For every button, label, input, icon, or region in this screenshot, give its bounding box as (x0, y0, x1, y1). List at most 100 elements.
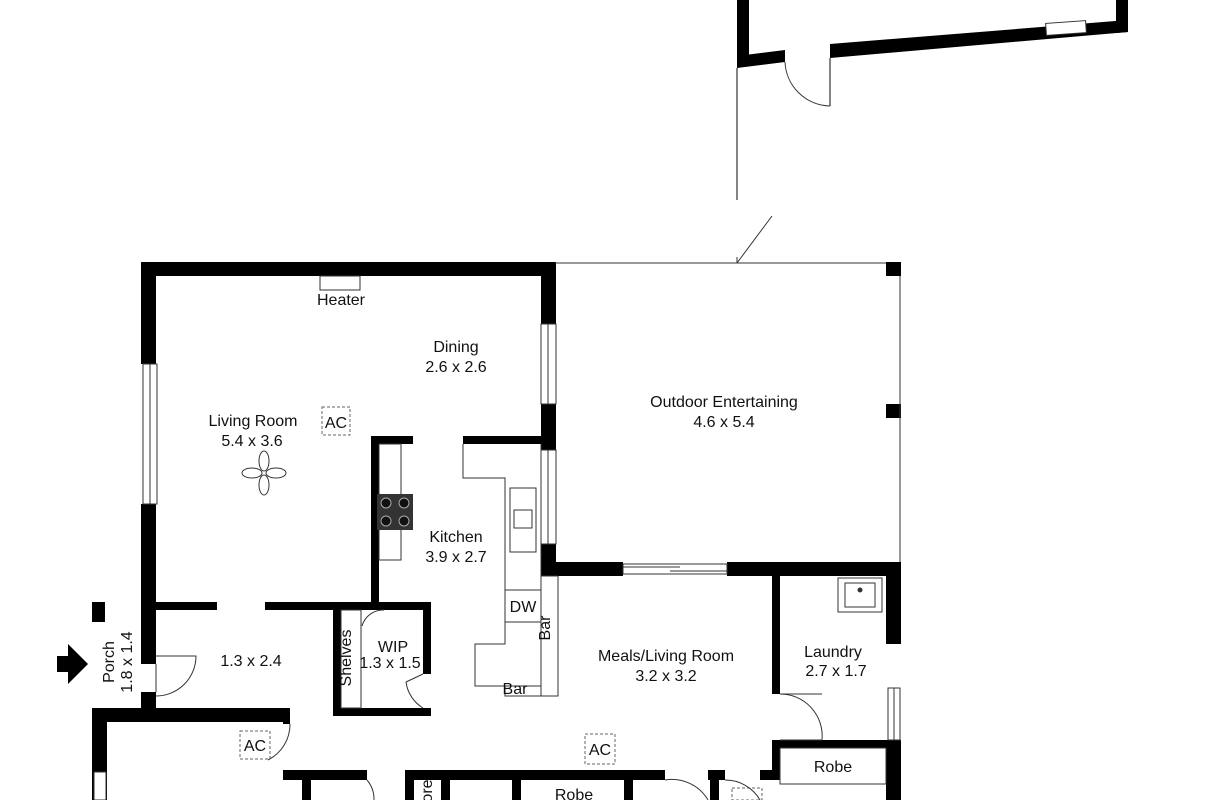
robe-box-right (779, 747, 887, 785)
wall-bottom-4 (760, 770, 790, 780)
kitchen-dims: 3.9 x 2.7 (425, 549, 486, 566)
wip-shelf-arc (361, 609, 385, 627)
ac-box-meals (584, 733, 616, 765)
ac-label-meals: AC (589, 742, 611, 759)
entry-dims: 1.3 x 2.4 (220, 653, 281, 670)
dining-dims: 2.6 x 2.6 (425, 359, 486, 376)
shed-wall-left (737, 0, 749, 68)
entry-ac-door-swing (267, 723, 291, 761)
shed-wall-right (1116, 0, 1128, 33)
wall-entry-top-left (141, 602, 217, 610)
post-mid-right (886, 404, 901, 418)
laundry-name: Laundry (804, 644, 862, 661)
bottom-door-swing-2 (366, 779, 375, 800)
meals-dims: 3.2 x 3.2 (635, 668, 696, 685)
ac-label-entry: AC (244, 738, 266, 755)
wall-left-mid (141, 504, 156, 664)
wall-kitchen-top-right (463, 436, 548, 444)
wall-left-lower (141, 692, 156, 708)
meals-name: Meals/Living Room (598, 648, 734, 665)
wall-bottom-2 (405, 770, 665, 780)
heater-unit (319, 275, 361, 291)
porch-dims: 1.8 x 1.4 (119, 631, 136, 692)
outdoor-name: Outdoor Entertaining (650, 394, 798, 411)
laundry-tub-icon (837, 577, 883, 613)
wall-bottom-v2 (405, 780, 414, 800)
post-top-right (886, 262, 901, 276)
wall-ac-right (283, 708, 290, 724)
shed-window (1045, 20, 1087, 36)
outdoor-outline (555, 215, 901, 562)
room-labels: Living Room 5.4 x 3.6 Dining 2.6 x 2.6 K… (101, 339, 867, 693)
wall-robe-left (772, 740, 780, 776)
robe-label-bottom: Robe (555, 787, 593, 800)
wall-porch-left (92, 602, 105, 622)
wall-entry-top-right (265, 602, 431, 610)
wall-bottom-v4 (512, 780, 521, 800)
bar-label-horizontal: Bar (503, 681, 529, 698)
wall-wip-left (333, 602, 341, 716)
walls (92, 262, 901, 800)
wip-door-leaf (405, 673, 424, 683)
wall-laundry-bottom (772, 740, 901, 748)
wall-outdoor-bottom-right (727, 562, 901, 576)
ac-units (239, 406, 763, 800)
ac-box-living (321, 406, 351, 436)
laundry-door-swing (779, 693, 823, 741)
doors (155, 609, 823, 800)
wall-bottom-v1 (302, 780, 311, 800)
wall-right-upper (886, 562, 901, 644)
outdoor-dims: 4.6 x 5.4 (693, 414, 754, 431)
wall-bottom-3 (708, 770, 725, 780)
wip-door-swing (405, 681, 424, 709)
kitchen-name: Kitchen (429, 529, 482, 546)
living-room-name: Living Room (209, 413, 298, 430)
wall-kitchen-top-left (371, 436, 413, 444)
wall-top (141, 262, 555, 276)
porch-name: Porch (101, 641, 118, 683)
wall-wip-bottom (333, 708, 431, 716)
sliding-door (622, 563, 728, 575)
store-label-partial: ore (419, 779, 436, 800)
wall-kitchen-left (371, 436, 379, 606)
ceiling-fan-icon (241, 450, 287, 496)
ac-box-entry (239, 730, 271, 760)
sliding-door-frame (622, 563, 728, 575)
living-room-dims: 5.4 x 3.6 (221, 433, 282, 450)
wall-mid-upper (541, 262, 556, 324)
wall-wip-right (423, 602, 431, 674)
wall-left-upper (141, 262, 156, 364)
wall-laundry-left (772, 576, 780, 694)
shed-door-swing (784, 61, 831, 107)
wall-right-lower (886, 740, 901, 800)
bottom-door-swing-3 (724, 779, 761, 800)
shed (736, 0, 1128, 200)
wall-bottom-v5 (624, 780, 633, 800)
ac-label-living: AC (325, 415, 347, 432)
entry-arrow-icon (57, 644, 88, 684)
windows (93, 323, 901, 800)
wall-outdoor-bottom-left (541, 562, 623, 576)
wip-shelves (340, 609, 362, 709)
sink-bowl (513, 509, 533, 529)
wall-bottom-1 (283, 770, 367, 780)
wip-dims: 1.3 x 1.5 (359, 655, 420, 672)
laundry-dims: 2.7 x 1.7 (805, 663, 866, 680)
wall-bottom-v6 (710, 780, 719, 800)
porch-door-swing (155, 655, 197, 697)
bottom-door-swing-1 (664, 778, 709, 800)
wall-lower-horizontal (92, 708, 290, 722)
robe-label-right: Robe (814, 759, 852, 776)
bar-label-vertical: Bar (537, 615, 554, 641)
dining-name: Dining (433, 339, 478, 356)
window-bottom-left (93, 771, 107, 800)
ac-box-bedroom (731, 787, 763, 800)
wall-bottom-v3 (441, 780, 450, 800)
dw-label: DW (510, 599, 538, 616)
shelves-label: Shelves (338, 630, 355, 687)
cooktop-icon (377, 494, 413, 530)
gate-line (736, 215, 773, 264)
heater-label: Heater (317, 292, 366, 309)
shed-wall-bottom (737, 50, 785, 68)
